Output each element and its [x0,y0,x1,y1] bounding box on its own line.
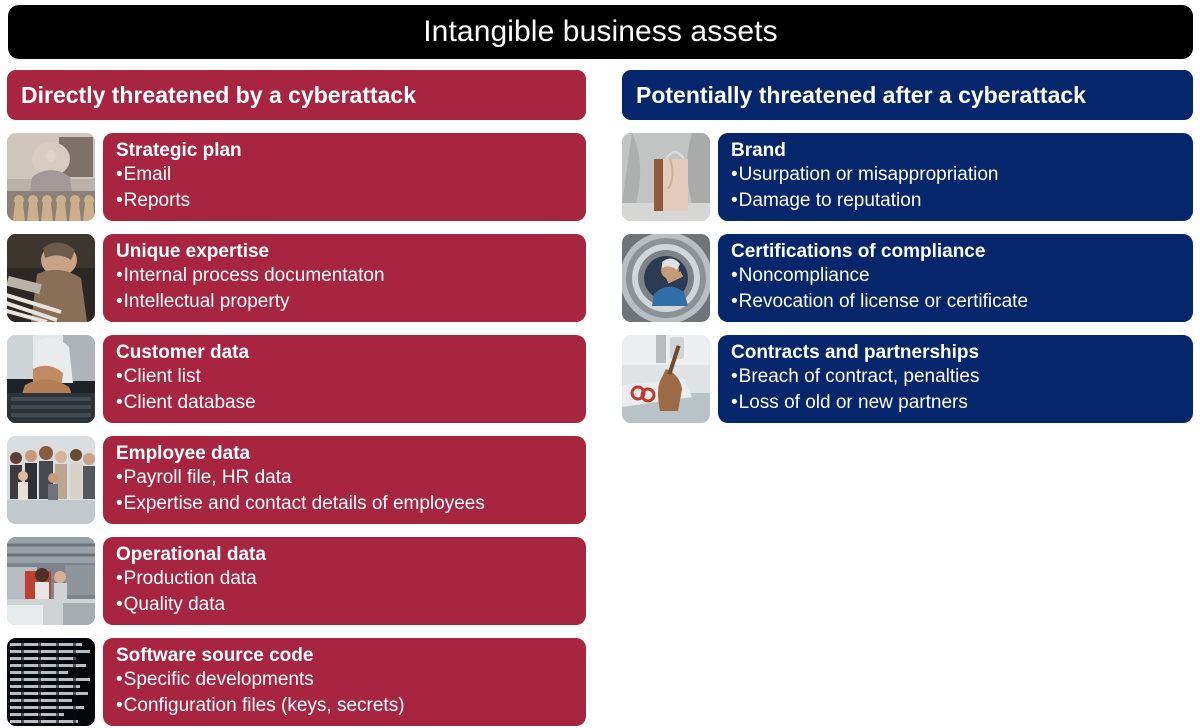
bullet-item: Intellectual property [116,289,586,315]
bullet-item: Reports [116,188,586,214]
bullet-item: Damage to reputation [731,188,1193,214]
column-potentially-threatened: Potentially threatened after a cyberatta… [622,70,1193,423]
card-bullets: Payroll file, HR data Expertise and cont… [116,465,586,517]
bullet-item: Production data [116,566,586,592]
card-bullets: Breach of contract, penalties Loss of ol… [731,364,1193,416]
bullet-item: Expertise and contact details of employe… [116,491,586,517]
bullet-item: Breach of contract, penalties [731,364,1193,390]
page-title-bar: Intangible business assets [8,5,1193,59]
column-header-label: Directly threatened by a cyberattack [21,81,417,108]
card-employee-data[interactable]: Employee data Payroll file, HR data Expe… [7,436,586,524]
card-strategic-plan[interactable]: Strategic plan Email Reports [7,133,586,221]
chess-strategy-photo [7,133,95,221]
card-body-certifications-of-compliance: Certifications of compliance Noncomplian… [718,234,1193,322]
hands-on-keyboard-photo [7,335,95,423]
card-bullets: Client list Client database [116,364,586,416]
bullet-item: Quality data [116,592,586,618]
card-brand[interactable]: Brand Usurpation or misappropriation Dam… [622,133,1193,221]
card-bullets: Production data Quality data [116,566,586,618]
card-body-contracts-and-partnerships: Contracts and partnerships Breach of con… [718,335,1193,423]
card-body-operational-data: Operational data Production data Quality… [103,537,586,625]
signing-document-photo [622,335,710,423]
card-title: Contracts and partnerships [731,342,980,363]
card-software-source-code[interactable]: Software source code Specific developmen… [7,638,586,726]
card-bullets: Internal process documentaton Intellectu… [116,263,586,315]
card-bullets: Specific developments Configuration file… [116,667,586,719]
card-body-brand: Brand Usurpation or misappropriation Dam… [718,133,1193,221]
card-list-right: Brand Usurpation or misappropriation Dam… [622,133,1193,423]
card-body-employee-data: Employee data Payroll file, HR data Expe… [103,436,586,524]
card-unique-expertise[interactable]: Unique expertise Internal process docume… [7,234,586,322]
bullet-item: Email [116,162,586,188]
card-certifications-of-compliance[interactable]: Certifications of compliance Noncomplian… [622,234,1193,322]
card-body-software-source-code: Software source code Specific developmen… [103,638,586,726]
column-header-directly-threatened: Directly threatened by a cyberattack [7,70,586,120]
card-title: Brand [731,140,786,161]
bullet-item: Payroll file, HR data [116,465,586,491]
card-title: Certifications of compliance [731,241,986,262]
card-customer-data[interactable]: Customer data Client list Client databas… [7,335,586,423]
card-bullets: Email Reports [116,162,586,214]
source-code-screen-photo [7,638,95,726]
industrial-inspection-photo [622,234,710,322]
bullet-item: Internal process documentaton [116,263,586,289]
bullet-item: Loss of old or new partners [731,390,1193,416]
card-title: Employee data [116,443,251,464]
column-header-label: Potentially threatened after a cyberatta… [636,81,1086,108]
paper-shopping-bag-photo [622,133,710,221]
group-of-employees-photo [7,436,95,524]
bullet-item: Configuration files (keys, secrets) [116,693,586,719]
bullet-item: Usurpation or misappropriation [731,162,1193,188]
card-title: Unique expertise [116,241,270,262]
card-body-customer-data: Customer data Client list Client databas… [103,335,586,423]
column-directly-threatened: Directly threatened by a cyberattack [7,70,586,726]
card-bullets: Noncompliance Revocation of license or c… [731,263,1193,315]
bullet-item: Specific developments [116,667,586,693]
card-bullets: Usurpation or misappropriation Damage to… [731,162,1193,214]
bullet-item: Client list [116,364,586,390]
bullet-item: Revocation of license or certificate [731,289,1193,315]
column-header-potentially-threatened: Potentially threatened after a cyberatta… [622,70,1193,120]
bullet-item: Client database [116,390,586,416]
card-title: Customer data [116,342,250,363]
card-title: Software source code [116,645,314,666]
page-title: Intangible business assets [423,15,778,48]
card-operational-data[interactable]: Operational data Production data Quality… [7,537,586,625]
card-list-left: Strategic plan Email Reports [7,133,586,726]
craftsman-workshop-photo [7,234,95,322]
factory-worker-photo [7,537,95,625]
card-contracts-and-partnerships[interactable]: Contracts and partnerships Breach of con… [622,335,1193,423]
card-body-strategic-plan: Strategic plan Email Reports [103,133,586,221]
card-title: Operational data [116,544,266,565]
bullet-item: Noncompliance [731,263,1193,289]
card-title: Strategic plan [116,140,242,161]
card-body-unique-expertise: Unique expertise Internal process docume… [103,234,586,322]
